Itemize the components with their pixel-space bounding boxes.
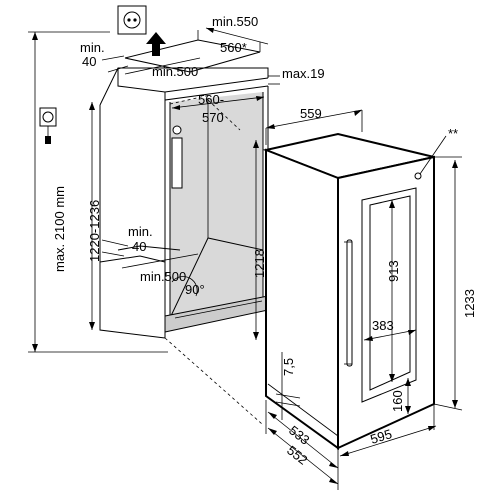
niche-height-label: 1220-1236 bbox=[87, 200, 102, 262]
w595-label: 595 bbox=[368, 426, 393, 447]
power-socket-icon bbox=[117, 5, 147, 35]
min-500-top-label: min.500 bbox=[152, 64, 198, 79]
h1233-label: 1233 bbox=[462, 289, 477, 318]
niche-width-label-2: 570 bbox=[202, 110, 224, 125]
h913-label: 913 bbox=[386, 260, 401, 282]
appliance bbox=[262, 132, 447, 450]
dimension-min-500-top: min.500 bbox=[124, 57, 201, 79]
dimension-min-500-bottom: min.500 bbox=[121, 253, 199, 284]
min-40-top-label-1: min. bbox=[80, 40, 105, 55]
double-star-label: ** bbox=[448, 126, 458, 141]
dimension-1218: 1218 bbox=[252, 140, 267, 340]
max-height-label: max. 2100 mm bbox=[52, 186, 67, 272]
dimension-depth-top: min.550 560* bbox=[205, 14, 269, 55]
dimension-383: 383 bbox=[363, 318, 417, 341]
dimension-160: 160 bbox=[390, 378, 411, 414]
d552-label: 552 bbox=[284, 443, 310, 468]
dimension-niche-width: 560- 570 bbox=[171, 92, 265, 125]
h160-label: 160 bbox=[390, 390, 405, 412]
dimension-min-40-bottom: min. 40 bbox=[101, 224, 153, 257]
niche-width-label-1: 560- bbox=[198, 92, 224, 107]
power-plug-icon bbox=[39, 107, 57, 144]
h1218-label: 1218 bbox=[252, 249, 267, 278]
min-550-label: min.550 bbox=[212, 14, 258, 29]
angle-90-label: 90° bbox=[185, 282, 205, 297]
dimension-7-5: 7,5 bbox=[275, 352, 301, 420]
top-vent-box bbox=[124, 30, 261, 73]
d560-star-label: 560* bbox=[220, 40, 247, 55]
airflow-arrow-icon bbox=[146, 32, 166, 56]
min-40-bottom-label-2: 40 bbox=[132, 239, 146, 254]
min-40-bottom-label-1: min. bbox=[128, 224, 153, 239]
dimension-max-19: max.19 bbox=[268, 66, 325, 85]
min-500-bottom-label: min.500 bbox=[140, 269, 186, 284]
dimension-min-40-top: min. 40 bbox=[80, 40, 129, 73]
min-40-top-label-2: 40 bbox=[82, 54, 96, 69]
dimension-max-height: max. 2100 mm bbox=[28, 31, 168, 353]
dimension-niche-height: 1220-1236 bbox=[87, 102, 102, 330]
w559-label: 559 bbox=[300, 106, 322, 121]
angle-90-indicator: 90° bbox=[171, 276, 205, 297]
dimension-595: 595 bbox=[339, 404, 437, 457]
h7-5-label: 7,5 bbox=[281, 358, 296, 376]
w383-label: 383 bbox=[372, 318, 394, 333]
dimension-913: 913 bbox=[386, 200, 401, 382]
niche-cabinet bbox=[99, 67, 331, 425]
max-19-label: max.19 bbox=[282, 66, 325, 81]
dimension-1233: 1233 bbox=[433, 156, 477, 411]
dimension-559: 559 bbox=[265, 106, 363, 145]
